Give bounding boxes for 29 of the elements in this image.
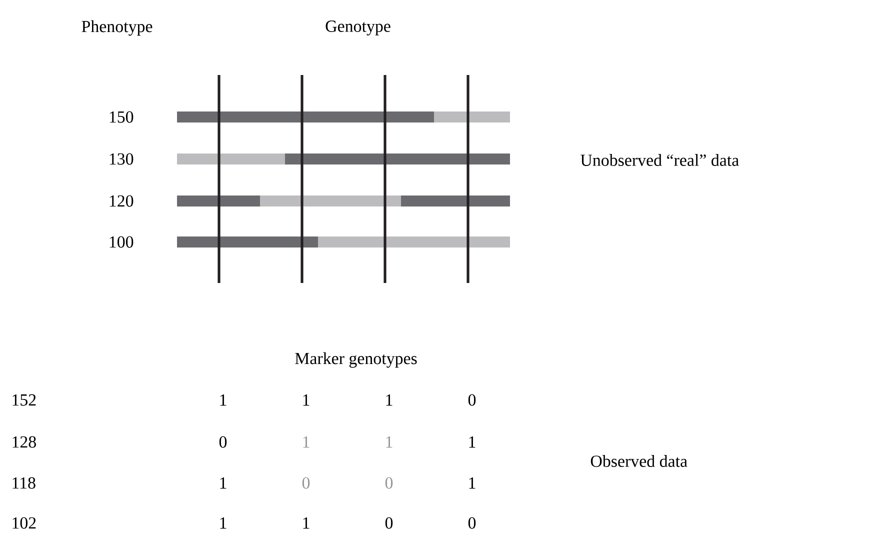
phenotype-value: 102 xyxy=(12,517,36,529)
phenotype-value: 150 xyxy=(110,111,134,123)
section-label: Unobserved “real” data xyxy=(580,154,739,166)
section-label: Observed data xyxy=(590,455,688,467)
marker-value: 0 xyxy=(302,477,310,489)
phenotype-value: 118 xyxy=(12,477,36,489)
phenotype-value: 152 xyxy=(12,394,36,406)
marker-value: 1 xyxy=(469,436,476,448)
marker-value: 0 xyxy=(219,436,227,448)
marker-value: 1 xyxy=(303,436,310,448)
marker-value: 1 xyxy=(386,394,392,406)
phenotype-value: 128 xyxy=(12,436,36,448)
column-heading: Phenotype xyxy=(82,20,152,36)
marker-value: 1 xyxy=(469,477,476,489)
phenotype-value: 120 xyxy=(110,195,134,207)
marker-value: 1 xyxy=(220,517,226,529)
marker-value: 0 xyxy=(385,477,393,489)
marker-value: 0 xyxy=(468,394,476,406)
phenotype-value: 130 xyxy=(110,153,134,165)
table-heading: Marker genotypes xyxy=(295,352,417,368)
phenotype-value: 100 xyxy=(110,236,134,248)
marker-value: 1 xyxy=(303,394,310,406)
marker-value: 1 xyxy=(303,517,310,529)
column-heading: Genotype xyxy=(326,20,390,36)
marker-value: 0 xyxy=(385,517,393,529)
marker-value: 0 xyxy=(468,517,476,529)
marker-value: 1 xyxy=(220,394,226,406)
marker-value: 1 xyxy=(386,436,392,448)
marker-value: 1 xyxy=(220,477,226,489)
